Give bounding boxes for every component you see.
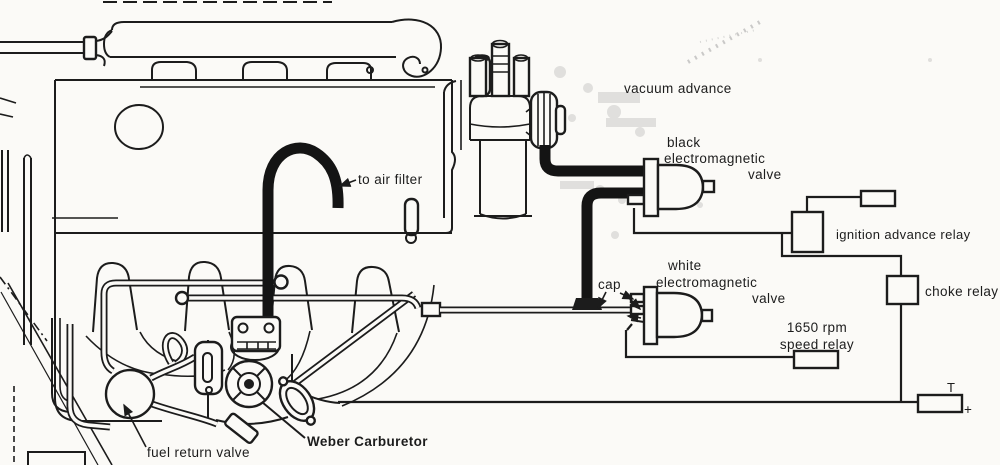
cap-arrow-3 — [626, 295, 642, 311]
engine-left-edge-details — [0, 97, 118, 345]
distributor-cap — [469, 95, 531, 140]
cap-arrow-1 — [597, 291, 607, 310]
weber-leader — [261, 401, 306, 439]
coil-tower — [490, 42, 511, 98]
white-electromagnetic-valve — [629, 285, 714, 346]
hose-valve-to-manifold — [581, 187, 644, 298]
spark-tower — [468, 56, 488, 98]
fuel-return-valve-body — [104, 368, 156, 420]
black-electromagnetic-valve — [626, 157, 716, 218]
label-black-valve-1: black — [667, 135, 701, 150]
label-vacuum-advance: vacuum advance — [624, 81, 732, 96]
choke-relay-box — [885, 274, 920, 306]
intake-runners — [92, 260, 400, 334]
hose-vac-advance-to-valve — [539, 145, 644, 177]
label-white-valve-1: white — [667, 258, 702, 273]
ignition-advance-relay-box — [790, 210, 825, 254]
labels: vacuum advance black electromagnetic val… — [147, 81, 998, 460]
label-weber-carburetor: Weber Carburetor — [307, 434, 428, 449]
to-air-filter-arrow — [338, 177, 357, 187]
cable-guides — [151, 61, 374, 80]
fuel-return-valve — [104, 332, 219, 428]
label-plus-terminal: + — [964, 402, 972, 417]
oil-cap — [114, 104, 164, 150]
label-white-valve-2: electromagnetic — [656, 275, 757, 290]
label-fuel-return-valve: fuel return valve — [147, 445, 250, 460]
cap-arrow-4 — [626, 312, 642, 323]
carb-top-flange — [230, 315, 282, 353]
label-black-valve-3: valve — [748, 167, 782, 182]
label-speed-relay-2: speed relay — [780, 337, 854, 352]
label-white-valve-3: valve — [752, 291, 786, 306]
label-to-air-filter: to air filter — [358, 172, 423, 187]
breather-hose — [0, 30, 113, 67]
fuel-and-vacuum-pipes — [66, 274, 649, 431]
weber-carburetor — [193, 315, 316, 444]
black-vacuum-hoses — [539, 145, 644, 310]
battery-fuse-box — [916, 393, 964, 414]
valve-cover — [102, 18, 443, 78]
label-fuse-t: T — [947, 380, 955, 395]
block-right-edge — [445, 80, 462, 234]
speed-relay-box — [792, 349, 840, 370]
oil-filler-curl — [391, 18, 443, 78]
cap-arrow-2 — [619, 290, 635, 300]
distributor — [443, 39, 567, 220]
leader-arrows — [123, 177, 642, 448]
air-filter-hose — [262, 142, 344, 322]
electrical-wires — [338, 195, 918, 404]
carb-gasket-ring — [278, 376, 316, 426]
carb-bracket — [193, 340, 224, 396]
pipe-coupler — [420, 301, 442, 318]
fuel-return-leader — [123, 403, 147, 448]
label-cap: cap — [598, 277, 621, 292]
fitting-stub-2 — [403, 197, 420, 244]
label-speed-relay-1: 1650 rpm — [787, 320, 847, 335]
vacuum-advance-canister — [525, 90, 567, 150]
label-ignition-advance-relay: ignition advance relay — [836, 227, 971, 242]
spark-tower — [512, 56, 531, 98]
label-choke-relay: choke relay — [925, 284, 998, 299]
lower-left-details — [0, 276, 113, 465]
hose-end-fitting — [224, 412, 259, 444]
inline-fuse-top — [859, 189, 897, 208]
label-black-valve-2: electromagnetic — [664, 151, 765, 166]
